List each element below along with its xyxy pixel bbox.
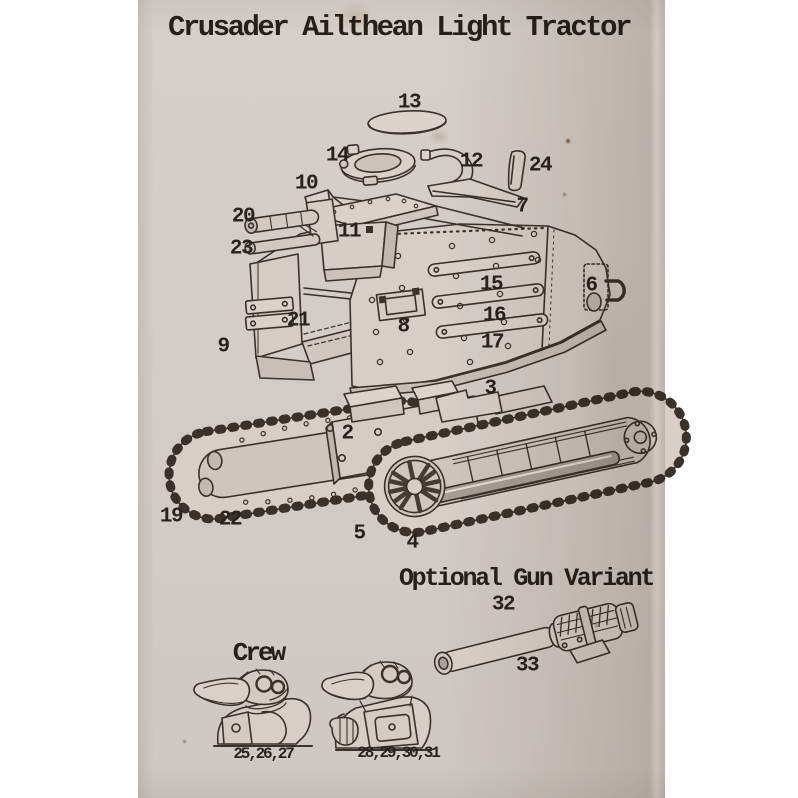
part-label-33: 33 xyxy=(515,654,540,678)
part-label-17: 17 xyxy=(480,331,505,355)
part-label-24: 24 xyxy=(528,154,553,178)
crew-figure-gunner xyxy=(321,660,432,751)
part-label-21: 21 xyxy=(286,309,311,333)
part-label-16: 16 xyxy=(482,304,507,328)
part-label-7: 7 xyxy=(516,195,529,219)
idler-wheel xyxy=(383,455,446,518)
part-13-hatch-lid xyxy=(367,110,447,135)
optional-gun xyxy=(433,602,639,675)
part-label-3: 3 xyxy=(484,377,497,401)
part-label-32: 32 xyxy=(491,593,516,617)
crew-section-heading: Crew xyxy=(232,638,286,668)
part-label-13: 13 xyxy=(397,91,422,115)
part-label-6: 6 xyxy=(585,274,598,298)
part-14-hatch-ring xyxy=(338,144,417,186)
part-label-5: 5 xyxy=(353,522,366,546)
part-21-bracket xyxy=(244,296,295,331)
part-label-15: 15 xyxy=(479,273,504,297)
drive-sprocket xyxy=(623,420,658,455)
crew-figure-driver xyxy=(193,668,313,747)
part-6-tow-hook xyxy=(604,279,626,302)
part-label-19: 19 xyxy=(159,505,184,529)
right-track-assembly xyxy=(364,386,691,537)
part-17-handle xyxy=(435,313,549,339)
crew-caption-28,29,30,31: 28,29,30,31 xyxy=(357,744,441,762)
part-label-2: 2 xyxy=(341,422,354,446)
part-label-14: 14 xyxy=(325,144,350,168)
part-label-4: 4 xyxy=(406,531,419,555)
part-label-22: 22 xyxy=(218,508,243,532)
part-16-handle xyxy=(431,283,545,309)
part-label-9: 9 xyxy=(217,335,230,359)
part-label-12: 12 xyxy=(459,150,484,174)
part-label-8: 8 xyxy=(397,315,410,339)
part-label-23: 23 xyxy=(229,237,254,261)
gun-section-heading: Optional Gun Variant xyxy=(398,564,655,593)
part-11-turret-box xyxy=(307,193,525,282)
part-3-saddle xyxy=(435,389,503,423)
part-label-11: 11 xyxy=(337,220,362,244)
part-20-23-gun-mount xyxy=(244,198,339,255)
hull-hatch-latch xyxy=(375,287,427,322)
part-7-deck-plate xyxy=(427,178,525,208)
page-title: Crusader Ailthean Light Tractor xyxy=(168,11,633,44)
crew-caption-25,26,27: 25,26,27 xyxy=(233,745,294,763)
part-label-10: 10 xyxy=(294,172,319,196)
part-24-strip xyxy=(507,150,526,192)
part-label-20: 20 xyxy=(231,205,256,229)
